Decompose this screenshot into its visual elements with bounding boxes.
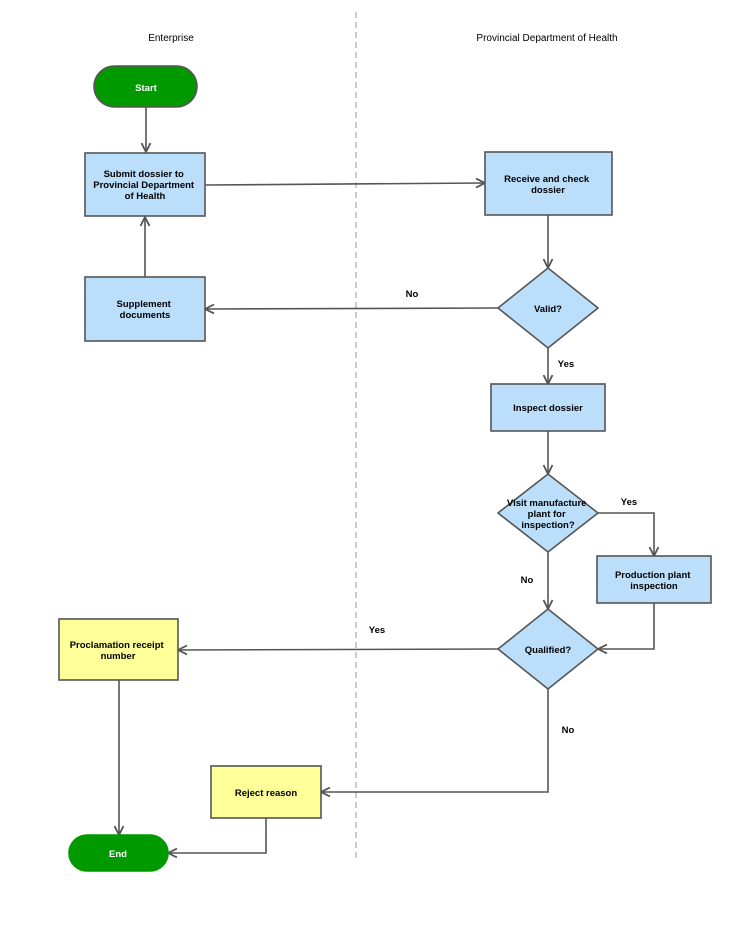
proclamation-label-line2: number <box>101 651 136 662</box>
edge-label-qualified-yes: Yes <box>369 625 385 636</box>
end-node: End <box>68 834 169 872</box>
proclamation-receipt-node: Proclamation receipt number <box>58 618 179 681</box>
svg-text:Receive and check dossie: Receive and check dossier <box>504 174 592 196</box>
proclamation-label-line1: Proclamation receipt <box>70 640 165 651</box>
supplement-documents-node: Supplement documents <box>84 276 206 342</box>
edge-label-qualified-no: No <box>562 725 575 736</box>
edge-label-valid-no: No <box>406 289 419 300</box>
inspect-dossier-label: Inspect dossier <box>513 403 583 414</box>
submit-dossier-label-line1: Submit dossier to <box>104 169 184 180</box>
edge-submit-to-receive <box>204 183 485 185</box>
start-label: Start <box>135 83 157 94</box>
qualified-label: Qualified? <box>525 645 572 656</box>
svg-text:Production plant inspect: Production plant inspection <box>615 570 693 592</box>
submit-dossier-node: Submit dossier to Provincial Department … <box>84 152 206 217</box>
svg-text:Submit dossier to Provin: Submit dossier to Provincial Department … <box>93 169 196 202</box>
submit-dossier-label-line2: Provincial Department <box>93 180 195 191</box>
supplement-label-line1: Supplement <box>116 299 171 310</box>
start-node: Start <box>93 65 198 108</box>
valid-label: Valid? <box>534 304 562 315</box>
edge-reject-to-end <box>168 818 267 853</box>
edge-label-visit-no: No <box>521 575 534 586</box>
reject-reason-node: Reject reason <box>210 765 322 819</box>
lane-title-provincial-department: Provincial Department of Health <box>476 33 617 44</box>
qualified-decision: Qualified? <box>496 607 600 691</box>
lane-title-enterprise: Enterprise <box>148 33 194 44</box>
visit-label-line2: plant for <box>528 509 566 520</box>
end-label: End <box>109 849 127 860</box>
reject-reason-label: Reject reason <box>235 788 298 799</box>
edge-qualified-no-to-reject <box>321 689 549 792</box>
svg-text:Visit manufacture plant: Visit manufacture plant for inspection? <box>507 498 589 531</box>
production-label-line1: Production plant <box>615 570 691 581</box>
receive-check-node: Receive and check dossier <box>484 151 613 216</box>
supplement-label-line2: documents <box>120 310 171 321</box>
visit-plant-decision: Visit manufacture plant for inspection? <box>496 472 600 554</box>
edge-production-to-qualified <box>598 603 655 649</box>
edge-valid-no-to-supplement <box>205 308 499 309</box>
edge-label-valid-yes: Yes <box>558 359 574 370</box>
production-label-line2: inspection <box>630 581 678 592</box>
receive-check-label-line1: Receive and check <box>504 174 590 185</box>
valid-decision: Valid? <box>496 266 600 350</box>
visit-label-line3: inspection? <box>521 520 575 531</box>
edge-qualified-yes-to-proclamation <box>178 649 499 650</box>
svg-text:Proclamation receipt num: Proclamation receipt number <box>70 640 167 662</box>
submit-dossier-label-line3: of Health <box>125 191 166 202</box>
inspect-dossier-node: Inspect dossier <box>490 383 606 432</box>
edge-visit-yes-to-production <box>598 512 654 556</box>
receive-check-label-line2: dossier <box>531 185 565 196</box>
visit-label-line1: Visit manufacture <box>507 498 587 509</box>
production-inspection-node: Production plant inspection <box>596 555 712 604</box>
svg-text:Supplement documents: Supplement documents <box>116 299 173 321</box>
edge-label-visit-yes: Yes <box>621 497 637 508</box>
